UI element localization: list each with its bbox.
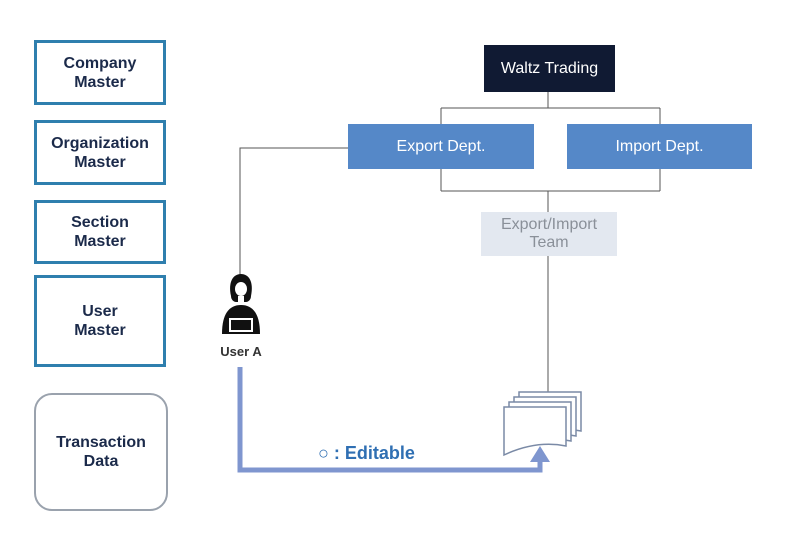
import-dept-box: Import Dept. [567,124,752,169]
document-stack-icon [503,391,582,457]
editable-legend-text: : Editable [328,443,415,463]
editable-arrow-line [237,367,543,473]
company-master-box: Company Master [34,40,166,105]
export-import-team-box: Export/Import Team [481,212,617,256]
user-to-export-line [239,147,348,275]
editable-symbol: ○ [318,443,329,463]
export-dept-box: Export Dept. [348,124,534,169]
editable-arrowhead [530,446,550,462]
organization-master-box: Organization Master [34,120,166,185]
transaction-data-box: Transaction Data [34,393,168,511]
waltz-trading-box: Waltz Trading [484,45,615,92]
user-icon [222,274,260,334]
user-a-label: User A [220,344,262,359]
editable-legend: ○ : Editable [318,443,415,464]
user-master-box: User Master [34,275,166,367]
section-master-box: Section Master [34,200,166,264]
